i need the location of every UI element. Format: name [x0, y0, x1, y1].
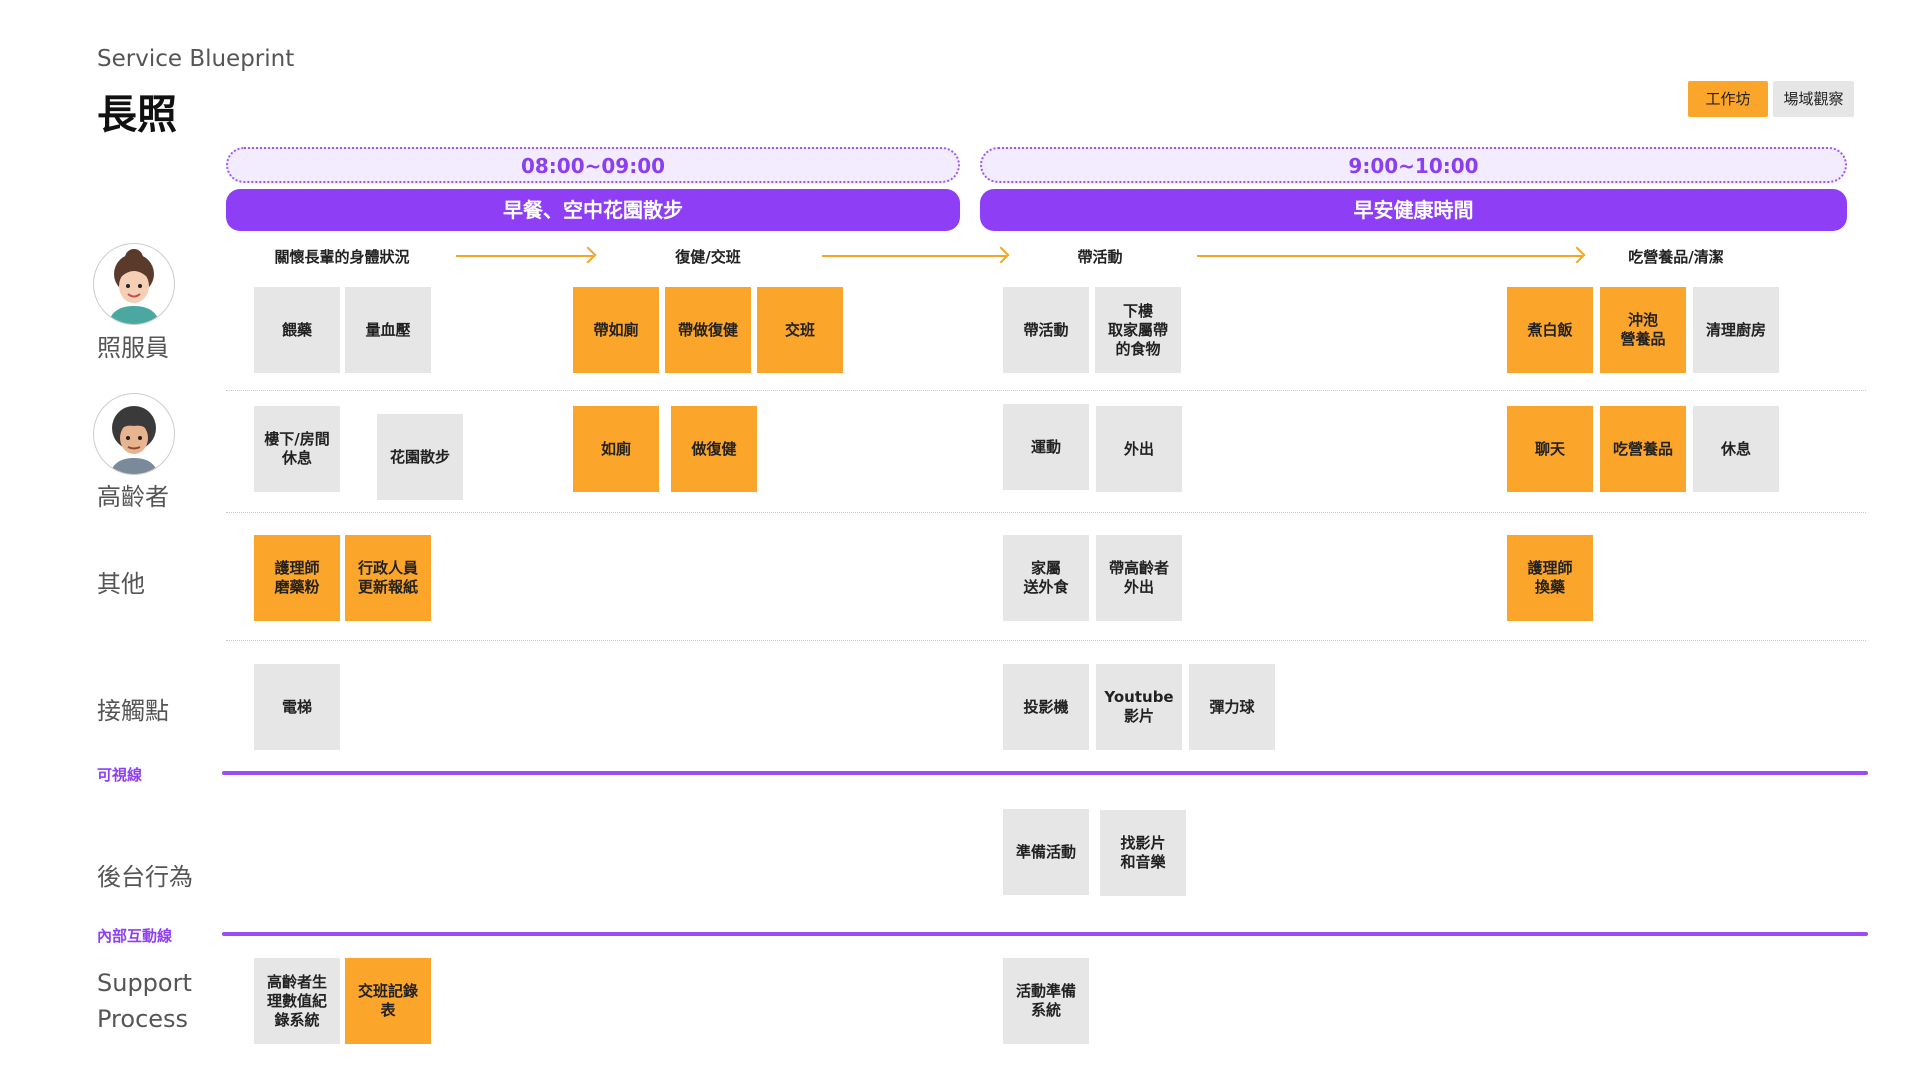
- note-caregiver-clean-kitchen[interactable]: 清理廚房: [1693, 287, 1779, 373]
- note-caregiver-fetch-food[interactable]: 下樓 取家屬帶 的食物: [1095, 287, 1181, 373]
- note-caregiver-blood-pressure[interactable]: 量血壓: [345, 287, 431, 373]
- note-caregiver-handover[interactable]: 交班: [757, 287, 843, 373]
- note-elder-rest-room[interactable]: 樓下/房間 休息: [254, 406, 340, 492]
- caregiver-avatar: [93, 243, 175, 325]
- note-support-activity-system[interactable]: 活動準備 系統: [1003, 958, 1089, 1044]
- row-divider: [226, 512, 1866, 513]
- note-elder-rehab[interactable]: 做復健: [671, 406, 757, 492]
- phase-2: 早安健康時間: [980, 189, 1847, 231]
- note-elder-rest[interactable]: 休息: [1693, 406, 1779, 492]
- note-backstage-prepare-activity[interactable]: 準備活動: [1003, 809, 1089, 895]
- note-caregiver-cook-rice[interactable]: 煮白飯: [1507, 287, 1593, 373]
- page-title: 長照: [97, 92, 177, 138]
- note-elder-exercise[interactable]: 運動: [1003, 404, 1089, 490]
- note-touchpoint-youtube[interactable]: Youtube 影片: [1096, 664, 1182, 750]
- elder-avatar: [93, 393, 175, 475]
- row-label-support: Support Process: [97, 969, 192, 1033]
- row-label-elder: 高齡者: [97, 483, 169, 511]
- note-other-take-elder-out[interactable]: 帶高齡者 外出: [1096, 535, 1182, 621]
- row-divider: [226, 390, 1866, 391]
- row-label-caregiver: 照服員: [97, 334, 169, 362]
- internal-line-label: 內部互動線: [97, 927, 173, 945]
- arrow-right-icon: [822, 255, 1006, 257]
- time-slot-2: 9:00~10:00: [980, 147, 1847, 183]
- visibility-line-label: 可視線: [97, 766, 143, 784]
- note-elder-go-out[interactable]: 外出: [1096, 406, 1182, 492]
- note-caregiver-lead-activity[interactable]: 帶活動: [1003, 287, 1089, 373]
- row-label-backstage: 後台行為: [97, 863, 193, 891]
- legend-field-observation[interactable]: 場域觀察: [1773, 81, 1854, 117]
- row-label-touchpoint: 接觸點: [97, 697, 169, 725]
- note-touchpoint-elevator[interactable]: 電梯: [254, 664, 340, 750]
- row-divider: [226, 640, 1866, 641]
- note-caregiver-rehab-assist[interactable]: 帶做復健: [665, 287, 751, 373]
- note-elder-chat[interactable]: 聊天: [1507, 406, 1593, 492]
- visibility-line: [222, 771, 1868, 775]
- note-other-nurse-grind-meds[interactable]: 護理師 磨藥粉: [254, 535, 340, 621]
- note-support-handover-form[interactable]: 交班記錄 表: [345, 958, 431, 1044]
- note-support-vitals-system[interactable]: 高齡者生 理數值紀 錄系統: [254, 958, 340, 1044]
- note-other-family-food[interactable]: 家屬 送外食: [1003, 535, 1089, 621]
- step-3: 帶活動: [1077, 248, 1123, 266]
- step-1: 關懷長輩的身體狀況: [274, 248, 410, 266]
- note-backstage-find-videos[interactable]: 找影片 和音樂: [1100, 810, 1186, 896]
- note-other-admin-newspaper[interactable]: 行政人員 更新報紙: [345, 535, 431, 621]
- note-elder-garden-walk[interactable]: 花園散步: [377, 414, 463, 500]
- note-caregiver-prepare-nutrition[interactable]: 沖泡 營養品: [1600, 287, 1686, 373]
- note-other-nurse-change-dressing[interactable]: 護理師 換藥: [1507, 535, 1593, 621]
- phase-1: 早餐、空中花園散步: [226, 189, 960, 231]
- arrow-right-icon: [1197, 255, 1582, 257]
- note-caregiver-toilet-assist[interactable]: 帶如廁: [573, 287, 659, 373]
- page-subtitle: Service Blueprint: [97, 46, 295, 72]
- note-elder-take-nutrition[interactable]: 吃營養品: [1600, 406, 1686, 492]
- step-4: 吃營養品/清潔: [1628, 248, 1724, 266]
- legend-workshop[interactable]: 工作坊: [1688, 81, 1768, 117]
- note-caregiver-medicate[interactable]: 餵藥: [254, 287, 340, 373]
- note-elder-toilet[interactable]: 如廁: [573, 406, 659, 492]
- row-label-other: 其他: [97, 570, 145, 598]
- note-touchpoint-projector[interactable]: 投影機: [1003, 664, 1089, 750]
- time-slot-1: 08:00~09:00: [226, 147, 960, 183]
- note-touchpoint-elastic-ball[interactable]: 彈力球: [1189, 664, 1275, 750]
- arrow-right-icon: [456, 255, 593, 257]
- internal-interaction-line: [222, 932, 1868, 936]
- step-2: 復健/交班: [675, 248, 741, 266]
